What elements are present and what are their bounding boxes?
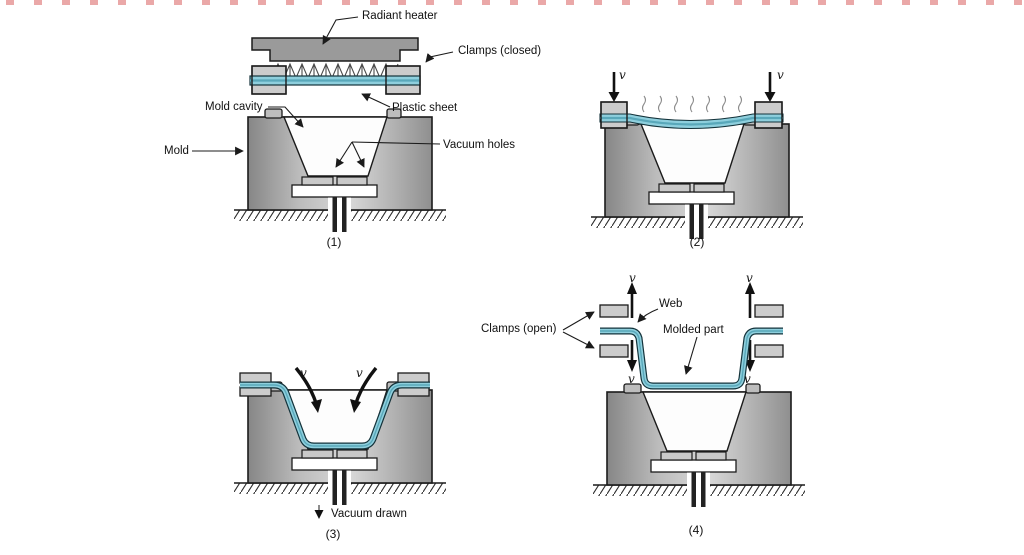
velocity-label: v (300, 366, 307, 380)
velocity-label: v (777, 68, 784, 82)
caption-1: (1) (326, 235, 342, 249)
label-vacuum-holes: Vacuum holes (443, 139, 516, 151)
velocity-label: v (744, 372, 751, 386)
panel-4-drawing (562, 282, 806, 508)
velocity-label: v (356, 366, 363, 380)
label-web: Web (659, 298, 683, 310)
label-clamps-closed: Clamps (closed) (458, 45, 542, 57)
panel-3-drawing (233, 366, 447, 519)
velocity-label: v (619, 68, 626, 82)
label-mold: Mold (164, 145, 189, 157)
leader-lines (192, 16, 454, 168)
red-marker-dots (6, 0, 1024, 5)
label-mold-cavity: Mold cavity (205, 101, 263, 113)
velocity-label: v (746, 271, 753, 285)
caption-2: (2) (689, 235, 705, 249)
velocity-label: v (629, 271, 636, 285)
heat-wisps-icon (641, 95, 743, 113)
molded-part-shape (600, 327, 783, 390)
label-radiant-heater: Radiant heater (362, 10, 438, 22)
flow-arrows (294, 366, 378, 413)
label-molded-part: Molded part (663, 324, 724, 336)
label-clamps-open: Clamps (open) (481, 323, 557, 335)
label-plastic-sheet: Plastic sheet (392, 102, 458, 114)
drawn-sheet-shape (240, 381, 430, 450)
label-vacuum-drawn: Vacuum drawn (331, 508, 407, 520)
heat-rays-icon (271, 62, 399, 80)
panel-1-drawing (192, 16, 454, 233)
radiant-heater-block (251, 37, 419, 62)
vacuum-drawn-arrow (314, 505, 324, 519)
leader-lines (562, 308, 698, 375)
caption-3: (3) (325, 527, 341, 541)
sagging-sheet-shape (599, 113, 784, 130)
clamps-open-blocks (599, 304, 784, 358)
press-down-arrows (608, 72, 776, 102)
velocity-label: v (628, 372, 635, 386)
release-arrows (627, 282, 755, 372)
caption-4: (4) (688, 523, 704, 537)
panel-2-drawing (590, 72, 804, 240)
